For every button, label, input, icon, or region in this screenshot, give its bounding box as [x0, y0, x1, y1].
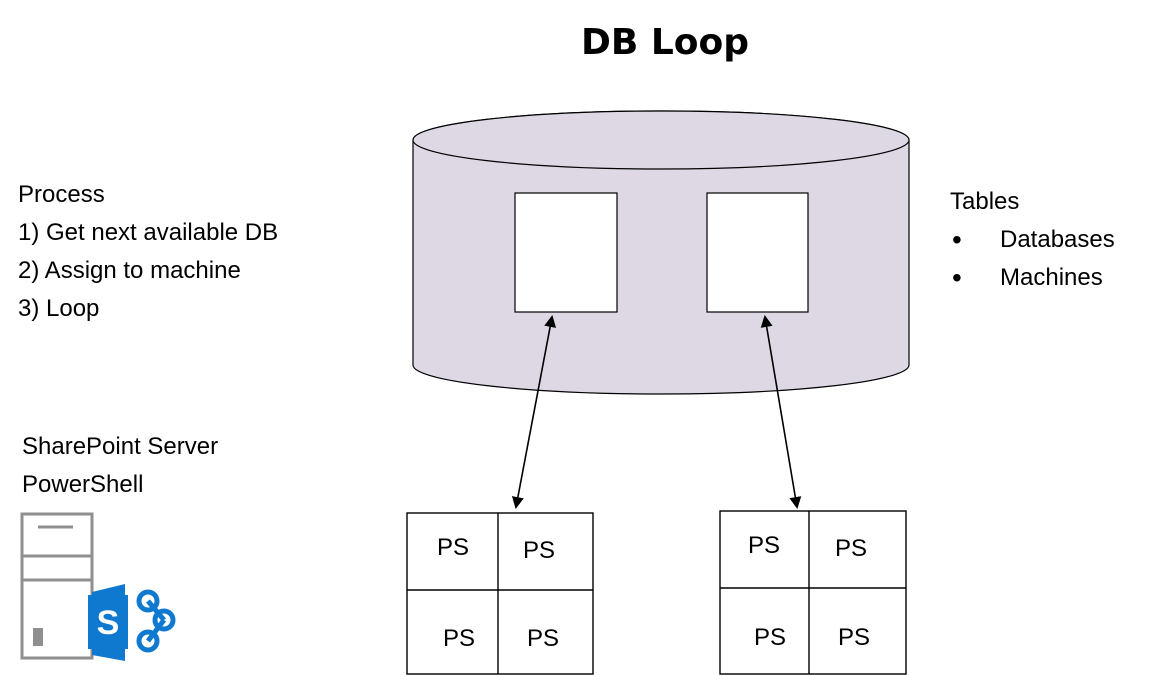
database-cylinder [412, 110, 910, 395]
ps-cell: PS [754, 624, 787, 651]
ps-grid-left [406, 512, 594, 675]
process-step: 1) Get next available DB [18, 219, 279, 246]
server-label-line2: PowerShell [22, 471, 144, 498]
ps-cell: PS [748, 532, 781, 559]
tables-list: Databases Machines [950, 221, 1115, 297]
tables-heading: Tables [950, 188, 1020, 215]
tables-block: Tables Databases Machines [950, 183, 1115, 297]
ps-cell: PS [437, 534, 470, 561]
process-step: 3) Loop [18, 295, 100, 322]
ps-cell: PS [835, 535, 868, 562]
server-label: SharePoint Server PowerShell [22, 428, 218, 504]
arrow-left [511, 315, 557, 509]
sharepoint-logo-letter: S [97, 604, 120, 642]
ps-cell: PS [838, 624, 871, 651]
ps-cell: PS [443, 625, 476, 652]
ps-grid-right [719, 510, 907, 675]
ps-cell: PS [523, 537, 556, 564]
table-box-machines [706, 192, 809, 313]
diagram-title: DB Loop [580, 22, 750, 63]
process-step: 2) Assign to machine [18, 257, 241, 284]
process-heading: Process [18, 181, 105, 208]
process-block: Process 1) Get next available DB 2) Assi… [18, 176, 278, 328]
tables-list-item: Databases [950, 221, 1115, 259]
server-label-line1: SharePoint Server [22, 433, 219, 460]
arrow-right [760, 315, 802, 509]
tables-list-item: Machines [950, 259, 1115, 297]
table-box-databases [514, 192, 618, 313]
ps-cell: PS [527, 625, 560, 652]
server-icon [20, 512, 94, 660]
sharepoint-logo-icon: S [88, 584, 176, 661]
